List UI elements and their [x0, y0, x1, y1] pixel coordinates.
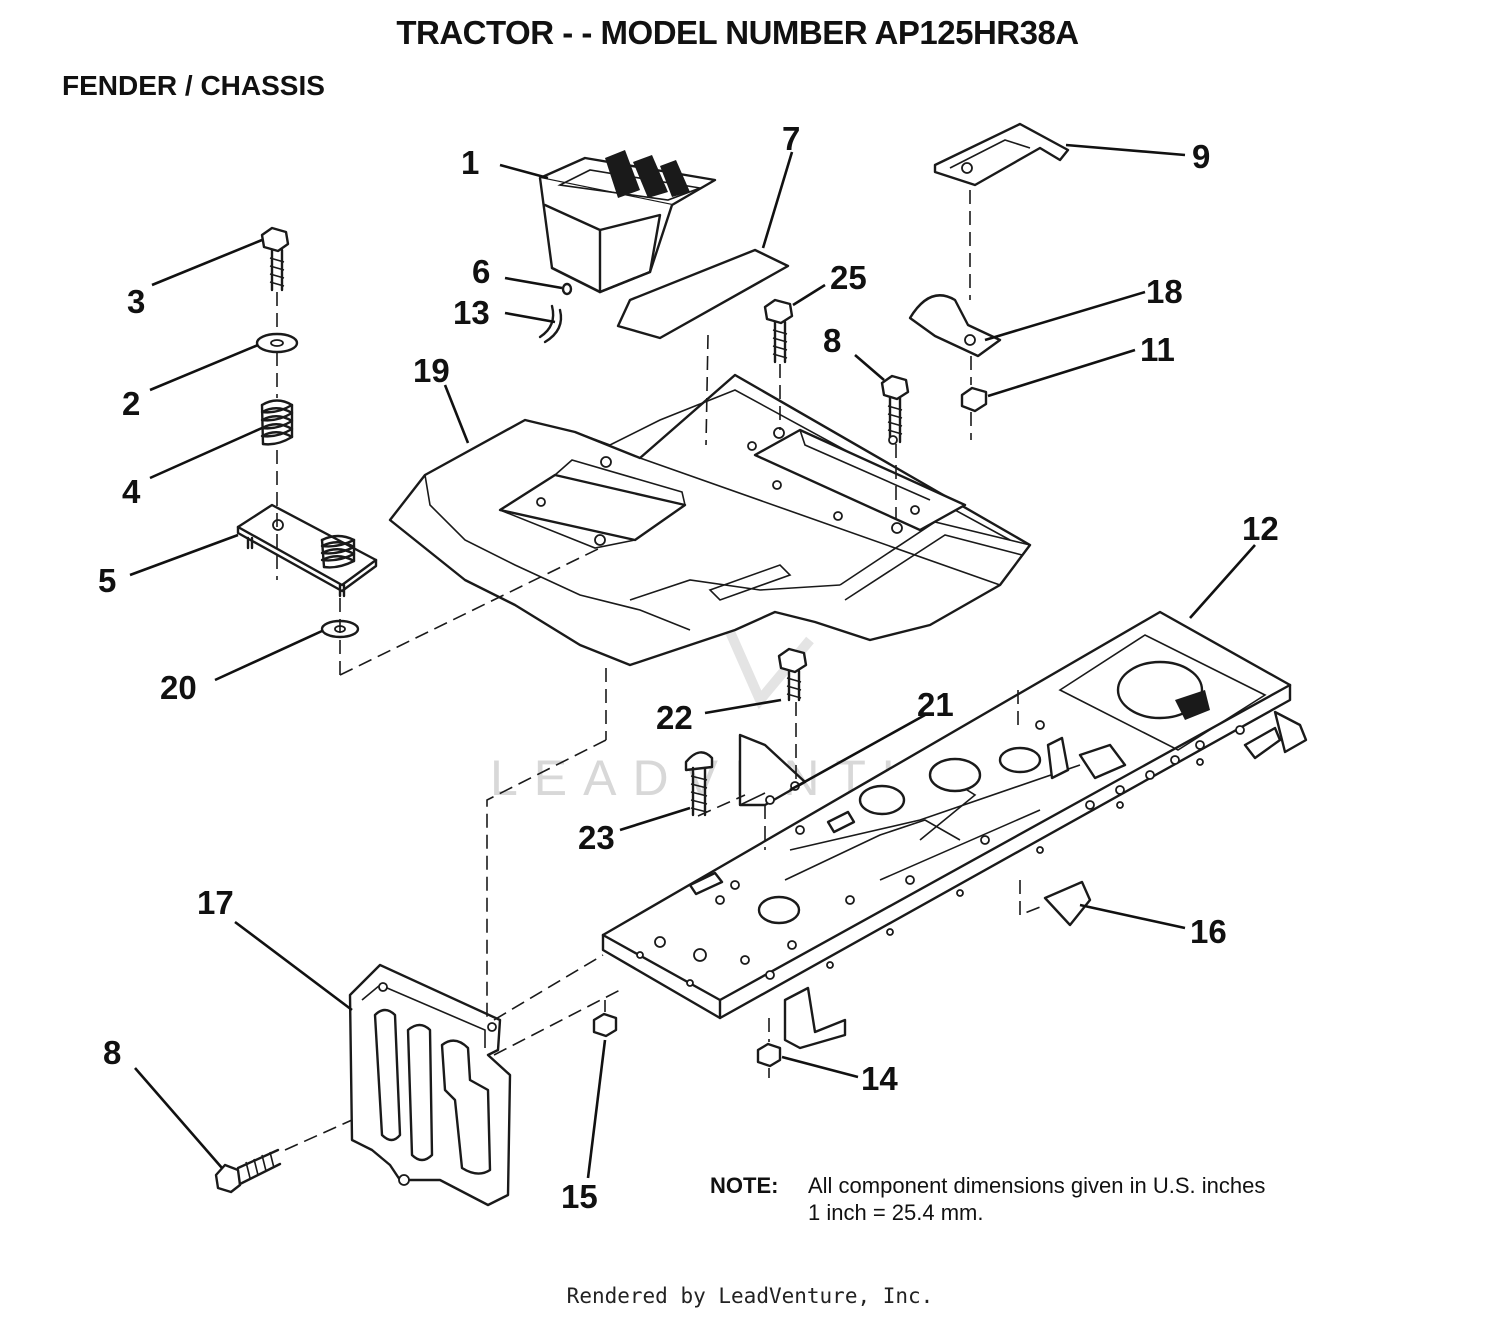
tray-grip-ribs	[605, 150, 690, 198]
callout-9: 9	[1192, 138, 1210, 175]
nut-part-11	[960, 386, 988, 413]
callout-19: 19	[413, 352, 450, 389]
callout-7: 7	[782, 120, 800, 157]
assembly-lines	[276, 190, 1046, 1151]
callout-5: 5	[98, 562, 116, 599]
fender-part	[388, 373, 1032, 667]
callout-23: 23	[578, 819, 615, 856]
note-line-1: All component dimensions given in U.S. i…	[808, 1173, 1266, 1198]
callout-14: 14	[861, 1060, 898, 1097]
bracket-part	[738, 733, 807, 807]
callout-16: 16	[1190, 913, 1227, 950]
note-line-2: 1 inch = 25.4 mm.	[808, 1200, 984, 1225]
callout-15: 15	[561, 1178, 598, 1215]
nut-part-14	[756, 1042, 782, 1068]
tray-box-part	[538, 150, 717, 294]
spring-part-4	[260, 399, 294, 446]
callout-22: 22	[656, 699, 693, 736]
bolt-part-8-top	[880, 374, 910, 444]
footer-credit: Rendered by LeadVenture, Inc.	[566, 1284, 934, 1308]
callout-25: 25	[830, 259, 867, 296]
carriage-bolt-part	[684, 751, 714, 817]
front-plate-part	[348, 963, 512, 1207]
leader-lines	[129, 143, 1256, 1179]
callout-18: 18	[1146, 273, 1183, 310]
callout-labels: 1 2 3 4 5 6 7 25 8 9 18 11 13 19 12 20 2…	[98, 120, 1279, 1215]
callout-1: 1	[461, 144, 479, 181]
hose-part	[538, 304, 563, 344]
bolt-part-22	[777, 647, 808, 702]
decal-part	[616, 248, 790, 340]
callout-8-bottom: 8	[103, 1034, 121, 1071]
callout-6: 6	[472, 253, 490, 290]
page-title: TRACTOR - - MODEL NUMBER AP125HR38A	[396, 14, 1079, 51]
callout-4: 4	[122, 473, 141, 510]
callout-21: 21	[917, 686, 954, 723]
bolt-part-25	[763, 298, 794, 364]
callout-2: 2	[122, 385, 140, 422]
callout-13: 13	[453, 294, 490, 331]
callout-11: 11	[1140, 331, 1175, 368]
callout-12: 12	[1242, 510, 1279, 547]
bolt-part-8-bottom	[214, 1148, 282, 1194]
callout-3: 3	[127, 283, 145, 320]
bolt-part-3	[260, 226, 290, 292]
callout-20: 20	[160, 669, 197, 706]
dimension-note: NOTE: All component dimensions given in U…	[710, 1172, 1265, 1226]
clamp-part	[908, 294, 1002, 358]
guide-part	[1043, 880, 1092, 927]
nut-part-15	[592, 1012, 618, 1038]
hitch-plate-part	[933, 122, 1070, 187]
spring-plate-part	[236, 503, 378, 598]
clip-part	[561, 282, 573, 296]
note-label: NOTE:	[710, 1173, 779, 1198]
callout-8-top: 8	[823, 322, 841, 359]
callout-17: 17	[197, 884, 234, 921]
section-title: FENDER / CHASSIS	[62, 70, 325, 101]
washer-part-2	[255, 332, 299, 354]
chassis-frame-part	[601, 610, 1308, 1050]
